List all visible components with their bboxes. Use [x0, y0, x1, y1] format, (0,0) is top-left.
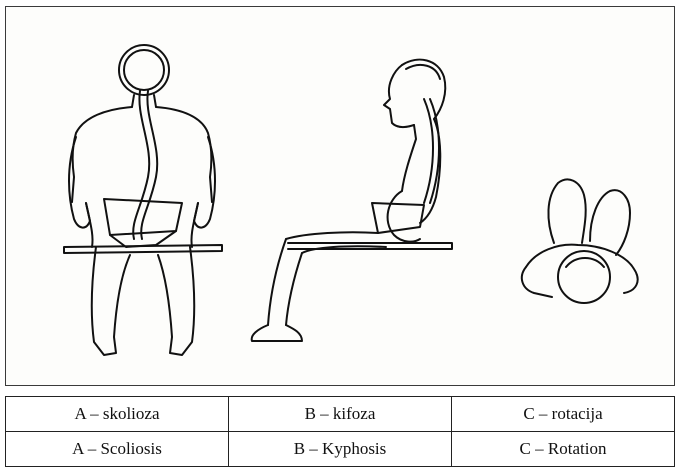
illustration-panel: [5, 6, 675, 386]
caption-table: A – skolioza B – kifoza C – rotacija A –…: [5, 396, 675, 467]
caption-b-en: B – Kyphosis: [229, 432, 452, 467]
scoliosis-figure: [69, 45, 215, 355]
caption-c-en: C – Rotation: [452, 432, 675, 467]
caption-b-hr: B – kifoza: [229, 397, 452, 432]
kyphosis-figure: [252, 60, 446, 341]
caption-a-en: A – Scoliosis: [6, 432, 229, 467]
posture-sketches: [6, 7, 674, 385]
caption-a-hr: A – skolioza: [6, 397, 229, 432]
caption-c-hr: C – rotacija: [452, 397, 675, 432]
caption-row-english: A – Scoliosis B – Kyphosis C – Rotation: [6, 432, 675, 467]
caption-row-croatian: A – skolioza B – kifoza C – rotacija: [6, 397, 675, 432]
rotation-figure: [522, 179, 638, 303]
bench-a: [64, 245, 222, 253]
